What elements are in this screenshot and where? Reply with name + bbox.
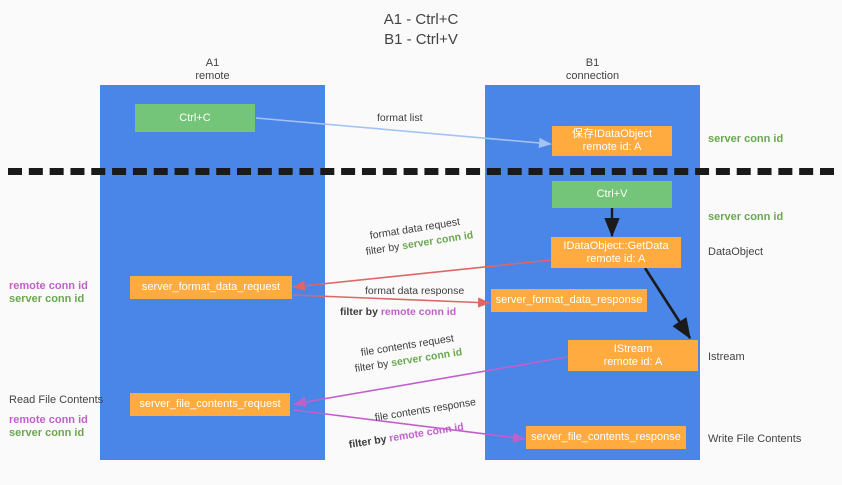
lane-header-a1: A1 remote — [195, 57, 230, 82]
node-save-idataobject[interactable]: 保存IDataObject remote id: A — [552, 126, 672, 156]
node-server-format-data-request[interactable]: server_format_data_request — [130, 276, 292, 299]
page-title: A1 - Ctrl+C B1 - Ctrl+V — [383, 11, 459, 48]
edge-label-file-contents-response-filter: filter by remote conn id — [348, 420, 465, 453]
right-label-dataobject: DataObject — [708, 246, 764, 258]
node-server-format-data-response[interactable]: server_format_data_response — [491, 289, 647, 312]
node-istream[interactable]: IStream remote id: A — [568, 340, 698, 371]
filter-by-text: filter by — [340, 306, 381, 318]
node-server-file-contents-request[interactable]: server_file_contents_request — [130, 393, 290, 416]
node-ctrl-v[interactable]: Ctrl+V — [552, 181, 672, 208]
node-ctrl-c[interactable]: Ctrl+C — [135, 104, 255, 132]
right-label-write-file-contents: Write File Contents — [708, 433, 802, 445]
remote-conn-id-token: remote conn id — [388, 420, 465, 445]
node-idataobject-getdata[interactable]: IDataObject::GetData remote id: A — [551, 237, 681, 268]
filter-by-text: filter by — [347, 432, 391, 451]
node-server-file-contents-response[interactable]: server_file_contents_response — [526, 426, 686, 449]
left-label-server-conn-id-lower: server conn id — [9, 427, 85, 439]
edge-label-format-list: format list — [377, 112, 423, 124]
remote-conn-id-token: remote conn id — [380, 306, 457, 318]
edge-label-format-data-response-filter: filter by remote conn id — [340, 305, 456, 320]
left-label-read-file-contents: Read File Contents — [9, 394, 104, 406]
left-label-remote-conn-id-upper: remote conn id — [9, 280, 88, 292]
right-label-server-conn-id-second: server conn id — [708, 211, 784, 223]
right-label-istream: Istream — [708, 351, 745, 363]
filter-by-text: filter by — [353, 357, 393, 375]
lane-header-b1: B1 connection — [565, 57, 620, 82]
phase-divider — [8, 168, 834, 175]
right-label-server-conn-id-top: server conn id — [708, 133, 784, 145]
left-label-remote-conn-id-lower: remote conn id — [9, 414, 88, 426]
edge-label-format-data-response: format data response — [365, 285, 465, 297]
left-label-server-conn-id-upper: server conn id — [9, 293, 85, 305]
